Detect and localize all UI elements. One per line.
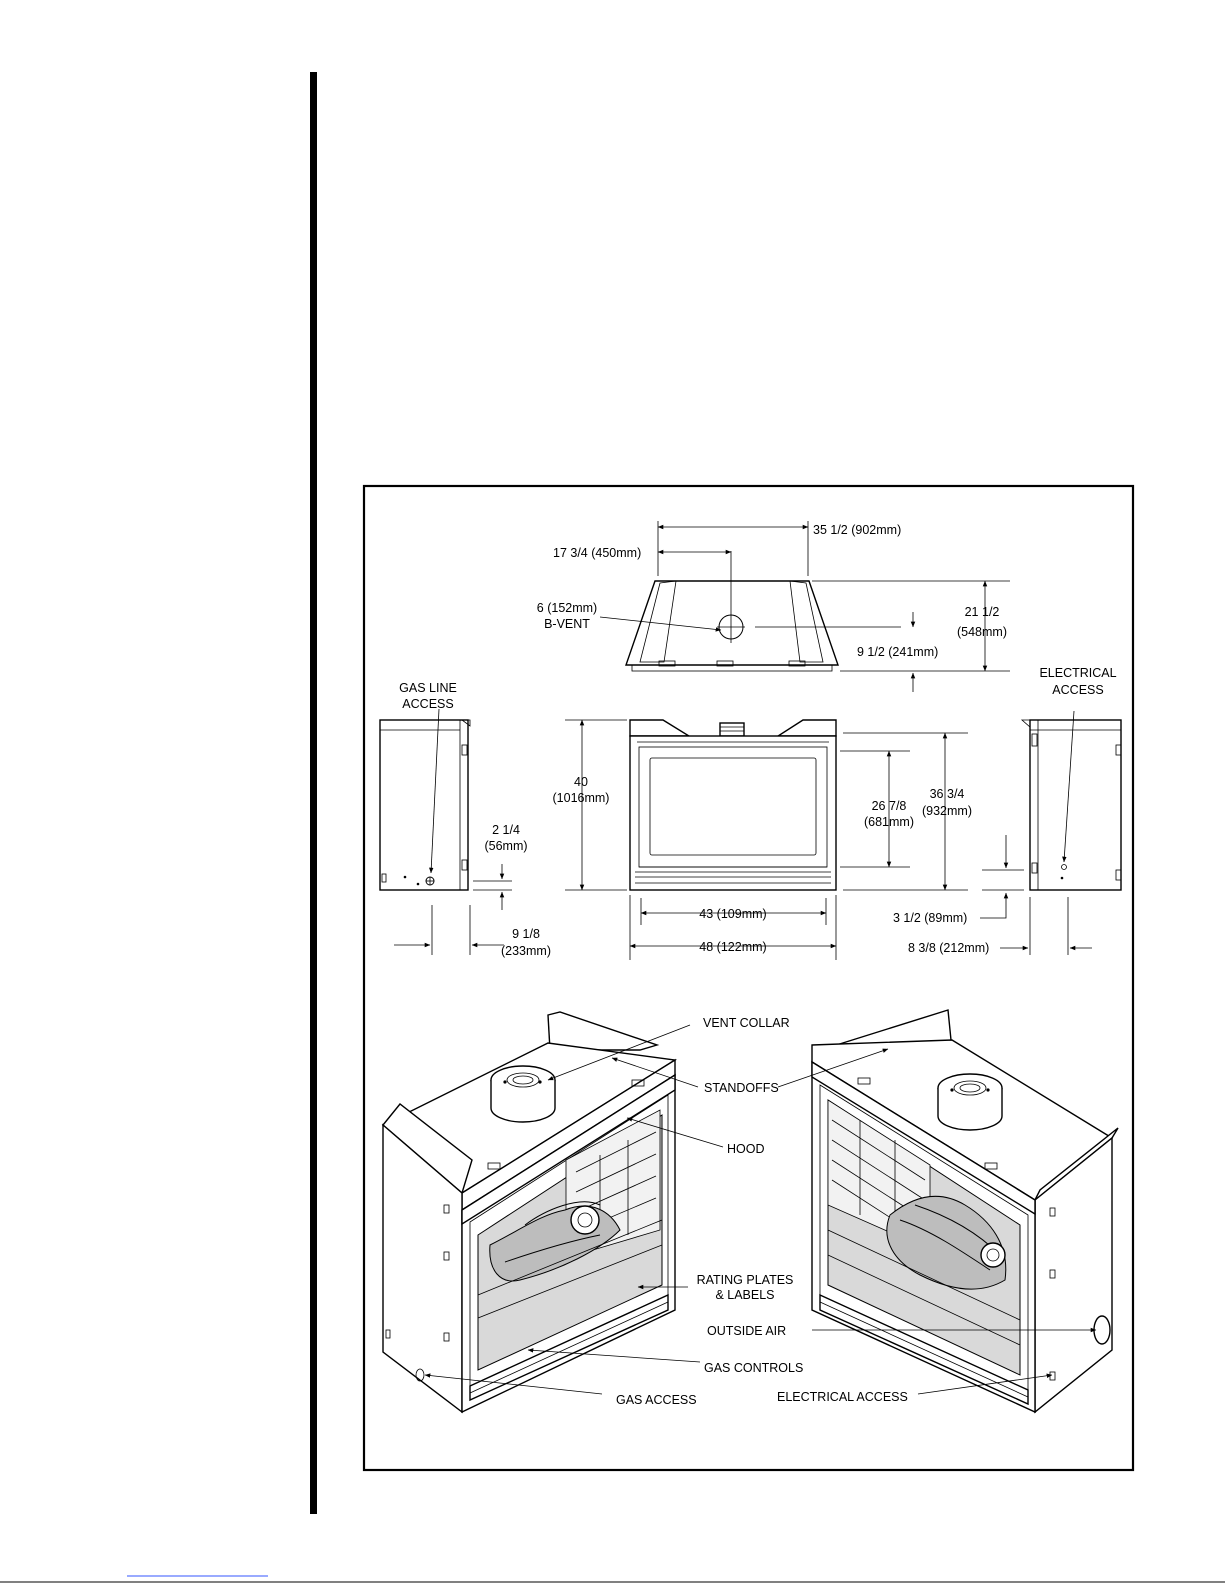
fireplace-isometric-left: [381, 1011, 678, 1414]
dim-overall-width: 48 (122mm): [699, 940, 766, 954]
callout-electrical-access: ELECTRICAL ACCESS: [777, 1390, 908, 1404]
left-side-view-diagram: [379, 708, 512, 955]
gas-line-access-label-2: ACCESS: [402, 697, 453, 711]
top-view-diagram: [599, 521, 1010, 692]
dim-elec-depth: 8 3/8 (212mm): [908, 941, 989, 955]
vent-type-label: B-VENT: [544, 617, 590, 631]
callout-leaders: [424, 1024, 1097, 1395]
callout-rating-plates: RATING PLATES: [697, 1273, 794, 1287]
right-side-view-diagram: [980, 710, 1122, 955]
dim-gas-height: 2 1/4: [492, 823, 520, 837]
dim-opening-height-mm: (681mm): [864, 815, 914, 829]
dim-width-overall: 35 1/2 (902mm): [813, 523, 901, 537]
dim-opening-width: 43 (109mm): [699, 907, 766, 921]
dim-elec-height: 3 1/2 (89mm): [893, 911, 967, 925]
vent-size-label: 6 (152mm): [537, 601, 597, 615]
dim-frame-height: 36 3/4: [930, 787, 965, 801]
dim-gas-depth-mm: (233mm): [501, 944, 551, 958]
electrical-access-label-2: ACCESS: [1052, 683, 1103, 697]
dim-gas-height-mm: (56mm): [484, 839, 527, 853]
front-view-diagram: [565, 719, 968, 960]
callout-hood: HOOD: [727, 1142, 765, 1156]
electrical-access-label: ELECTRICAL: [1039, 666, 1116, 680]
callout-outside-air: OUTSIDE AIR: [707, 1324, 786, 1338]
dim-opening-height: 26 7/8: [872, 799, 907, 813]
callout-gas-controls: GAS CONTROLS: [704, 1361, 803, 1375]
callout-standoffs: STANDOFFS: [704, 1081, 779, 1095]
callout-vent-collar: VENT COLLAR: [703, 1016, 790, 1030]
callout-gas-access: GAS ACCESS: [616, 1393, 697, 1407]
dim-height-mm: (1016mm): [553, 791, 610, 805]
dim-frame-height-mm: (932mm): [922, 804, 972, 818]
callout-rating-plates-2: & LABELS: [715, 1288, 774, 1302]
dim-depth-mm: (548mm): [957, 625, 1007, 639]
fireplace-isometric-right: [811, 1009, 1119, 1414]
page-margin-bar: [310, 72, 317, 1514]
dim-depth: 21 1/2: [965, 605, 1000, 619]
dim-vent-depth: 9 1/2 (241mm): [857, 645, 938, 659]
gas-line-access-label: GAS LINE: [399, 681, 457, 695]
dim-vent-center: 17 3/4 (450mm): [553, 546, 641, 560]
dim-gas-depth: 9 1/8: [512, 927, 540, 941]
dim-height: 40: [574, 775, 588, 789]
